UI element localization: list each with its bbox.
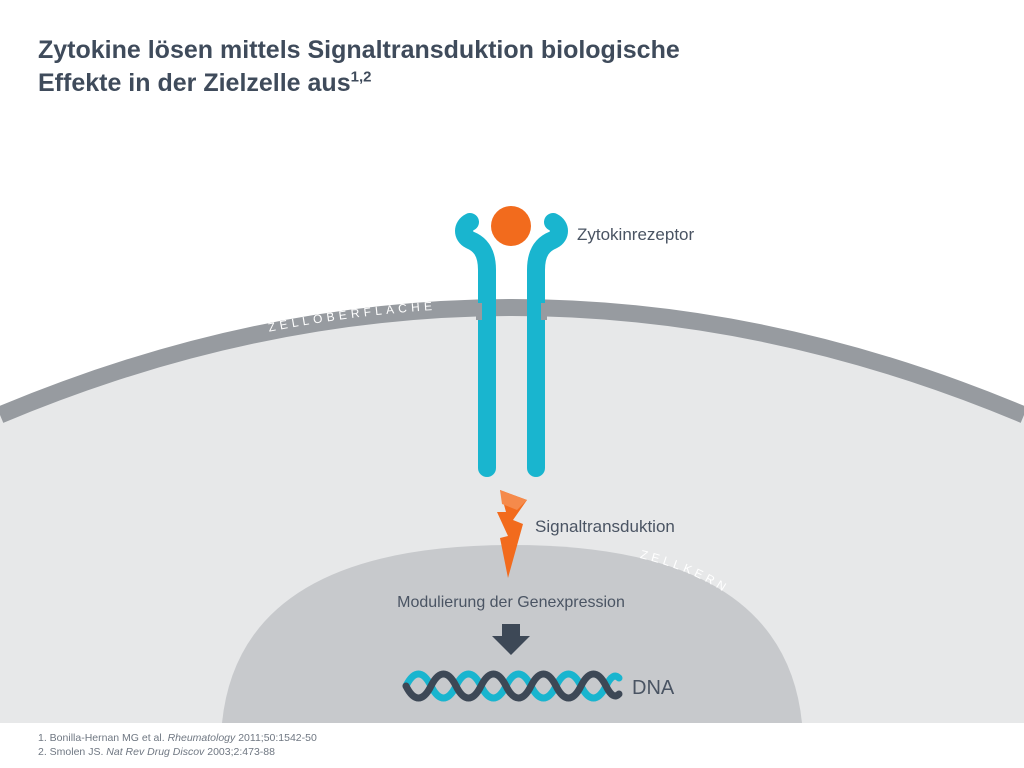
title-superscript: 1,2 [350, 68, 372, 86]
references: 1. Bonilla-Hernan MG et al. Rheumatology… [38, 731, 317, 759]
slide-title: Zytokine lösen mittels Signaltransduktio… [38, 34, 680, 100]
cytokine-receptor [455, 213, 568, 477]
dna-strand-dark [402, 670, 623, 702]
signal-transduction-label: Signaltransduktion [535, 517, 675, 536]
cytokine-circle [491, 206, 531, 246]
receptor-label: Zytokinrezeptor [577, 225, 694, 244]
dna-strand-light [402, 670, 623, 702]
receptor-membrane-gap-right [541, 303, 547, 320]
receptor-membrane-gap-left [476, 303, 482, 320]
lightning-bolt-icon [497, 490, 527, 578]
dna-label: DNA [632, 677, 675, 699]
reference-2: 2. Smolen JS. Nat Rev Drug Discov 2003;2… [38, 746, 275, 758]
title-line-2: Effekte in der Zielzelle aus [38, 69, 351, 97]
gene-expression-label: Modulierung der Genexpression [397, 594, 625, 611]
receptor-chain-right [527, 213, 568, 477]
down-arrow-icon [492, 624, 530, 655]
dna-helix-icon [402, 670, 623, 702]
receptor-chain-left [455, 213, 496, 477]
title-line-1: Zytokine lösen mittels Signaltransduktio… [38, 36, 680, 64]
reference-1: 1. Bonilla-Hernan MG et al. Rheumatology… [38, 732, 317, 744]
